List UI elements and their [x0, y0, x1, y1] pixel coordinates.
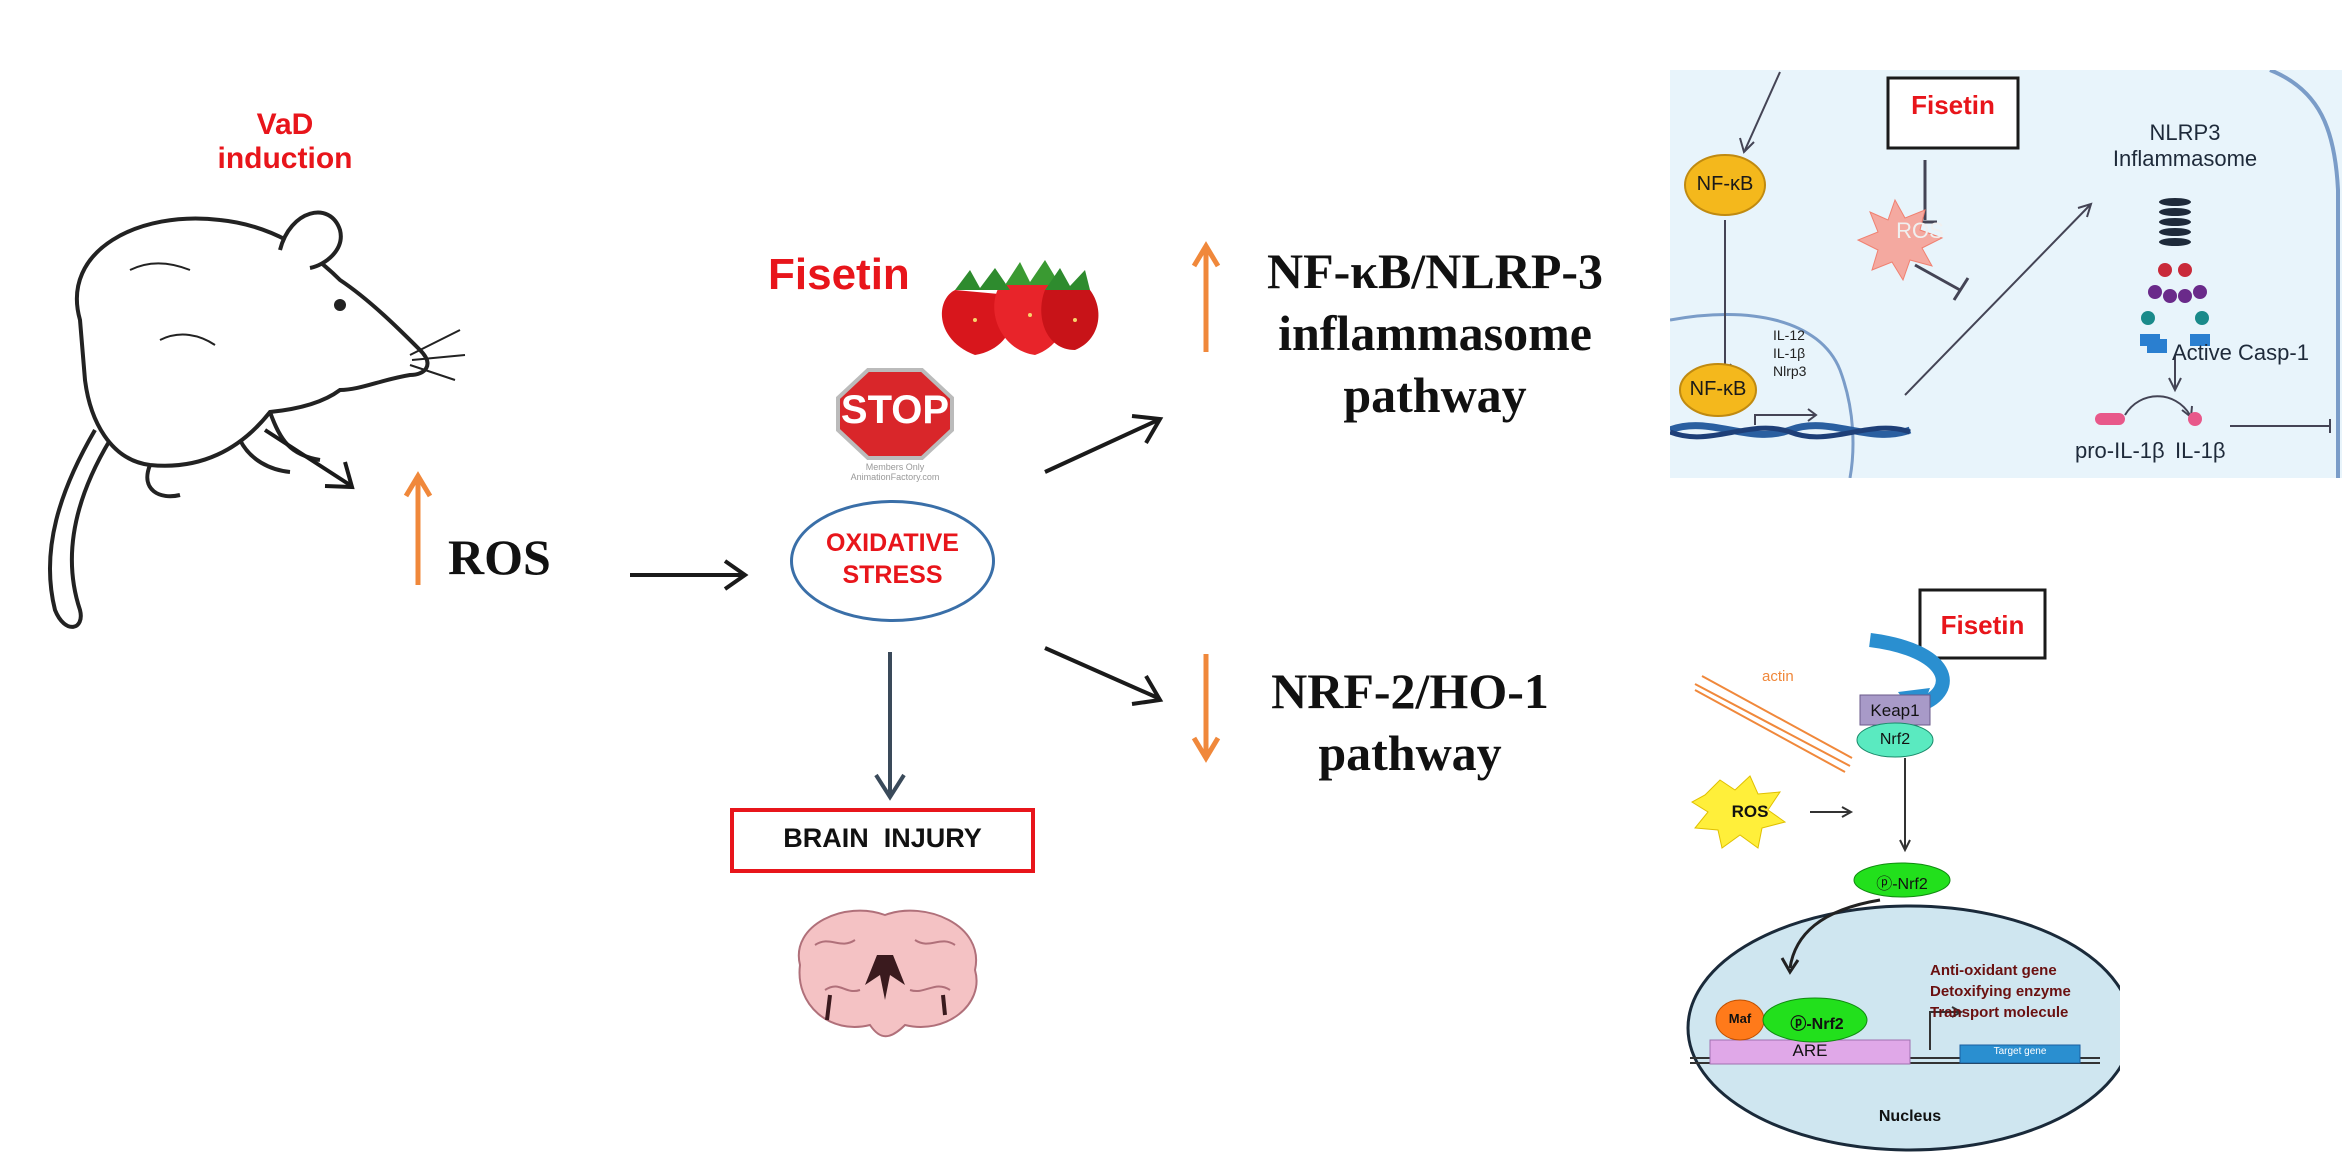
nrf2-label: Nrf2 [1879, 731, 1911, 748]
oxidative-stress-label: OXIDATIVE STRESS [790, 527, 995, 591]
nlrp3-line2: Inflammasome [2112, 146, 2258, 171]
nfkb-up-arrow [1191, 241, 1221, 352]
target-gene-box [1959, 1044, 2081, 1064]
il1b-out-label: IL-1β [2175, 438, 2226, 463]
oxidative-line1: OXIDATIVE [826, 529, 959, 557]
gene-products-list: Anti-oxidant gene Detoxifying enzyme Tra… [1930, 960, 2071, 1023]
ros-burst-label: ROS [1896, 218, 1944, 243]
are-label: ARE [1792, 1041, 1828, 1060]
are-box [1709, 1039, 1911, 1065]
nucleus-ellipse [1686, 904, 2120, 1152]
gene-product-3: Transport molecule [1930, 1004, 2069, 1021]
ros-up-arrow [403, 471, 433, 585]
oxidative-line2: STRESS [842, 561, 943, 589]
gene-product-2: Detoxifying enzyme [1930, 983, 2071, 1000]
ros-burst-bottom [1691, 775, 1787, 849]
p-nrf2-nucleus-label: ⓟ-Nrf2 [1790, 1016, 1844, 1033]
il1b-gene-label: IL-1β [1773, 345, 1806, 361]
nrf2-panel-graphics [1686, 588, 2120, 1152]
nfkb-line2: inflammasome [1278, 305, 1592, 361]
nfkb-line3: pathway [1343, 367, 1527, 423]
nrf2-oval [1856, 722, 1934, 758]
il1b-shape [2188, 412, 2202, 426]
il12-label: IL-12 [1773, 327, 1805, 343]
p-nrf2-nucleus-oval [1762, 997, 1868, 1043]
nfkb-oval-b-label: NF-κB [1689, 378, 1747, 400]
brain-injury-label: BRAIN INJURY [783, 823, 982, 853]
pro-il1b-label: pro-IL-1β [2075, 438, 2165, 463]
gene-product-1: Anti-oxidant gene [1930, 962, 2057, 979]
strawberry-image [941, 260, 1099, 355]
pro-il1b-shape [2095, 413, 2125, 425]
actin-label: actin [1762, 668, 1794, 685]
keap1-box [1859, 694, 1931, 726]
nucleus-label: Nucleus [1878, 1108, 1942, 1125]
nlrp3-line1: NLRP3 [2149, 120, 2221, 145]
nrf2-line1: NRF-2/HO-1 [1271, 663, 1549, 719]
arrow-to-nrf2-pathway [1044, 646, 1164, 706]
nrf2-pathway-label: NRF-2/HO-1 pathway [1230, 660, 1590, 784]
nfkb-oval-a-label: NF-κB [1696, 173, 1754, 195]
ros-bottom-label: ROS [1731, 802, 1769, 821]
stop-small-2: AnimationFactory.com [850, 472, 940, 482]
brain-section-image [797, 909, 978, 1038]
nrf2-line2: pathway [1318, 725, 1502, 781]
fisetin-bottom-panel: Fisetin [1940, 610, 2025, 640]
arrow-to-nfkb-pathway [1044, 414, 1164, 474]
vad-line1: VaD [256, 108, 314, 141]
nrf2-down-arrow [1191, 654, 1221, 763]
stop-sign-icon [836, 368, 954, 460]
brain-injury-box [730, 808, 1035, 873]
oxidative-stress-ellipse [790, 500, 995, 622]
fisetin-label: Fisetin [768, 250, 910, 299]
vad-induction-label: VaD induction [205, 108, 365, 176]
target-gene-label: Target gene [1993, 1046, 2047, 1057]
arrow-ros-to-oxidative [630, 559, 749, 591]
nlrp3-gene-label: Nlrp3 [1773, 363, 1807, 379]
maf-label: Maf [1728, 1011, 1752, 1026]
fisetin-box-bottom [1918, 588, 2047, 660]
nlrp3-panel-markers [1886, 76, 2331, 433]
nlrp3-panel-graphics [1670, 70, 2340, 478]
arrow-rat-to-ros [263, 428, 355, 490]
fisetin-box-top [1886, 76, 2020, 150]
ros-label: ROS [448, 529, 551, 585]
vad-line2: induction [217, 142, 353, 175]
nfkb-pathway-label: NF-κB/NLRP-3 inflammasome pathway [1230, 240, 1640, 426]
stop-sign-text: STOP [840, 388, 950, 432]
stop-small-1: Members Only [865, 462, 925, 472]
nfkb-line1: NF-κB/NLRP-3 [1266, 243, 1604, 299]
active-casp-label: Active Casp-1 [2172, 340, 2309, 365]
nlrp3-label: NLRP3 Inflammasome [2100, 120, 2270, 172]
p-nrf2-label: ⓟ-Nrf2 [1876, 876, 1928, 893]
p-nrf2-oval [1853, 862, 1951, 898]
fisetin-top-panel: Fisetin [1911, 90, 1995, 120]
active-casp-square [2147, 339, 2167, 353]
arrow-to-brain-injury [874, 652, 906, 801]
keap1-label: Keap1 [1870, 701, 1920, 720]
